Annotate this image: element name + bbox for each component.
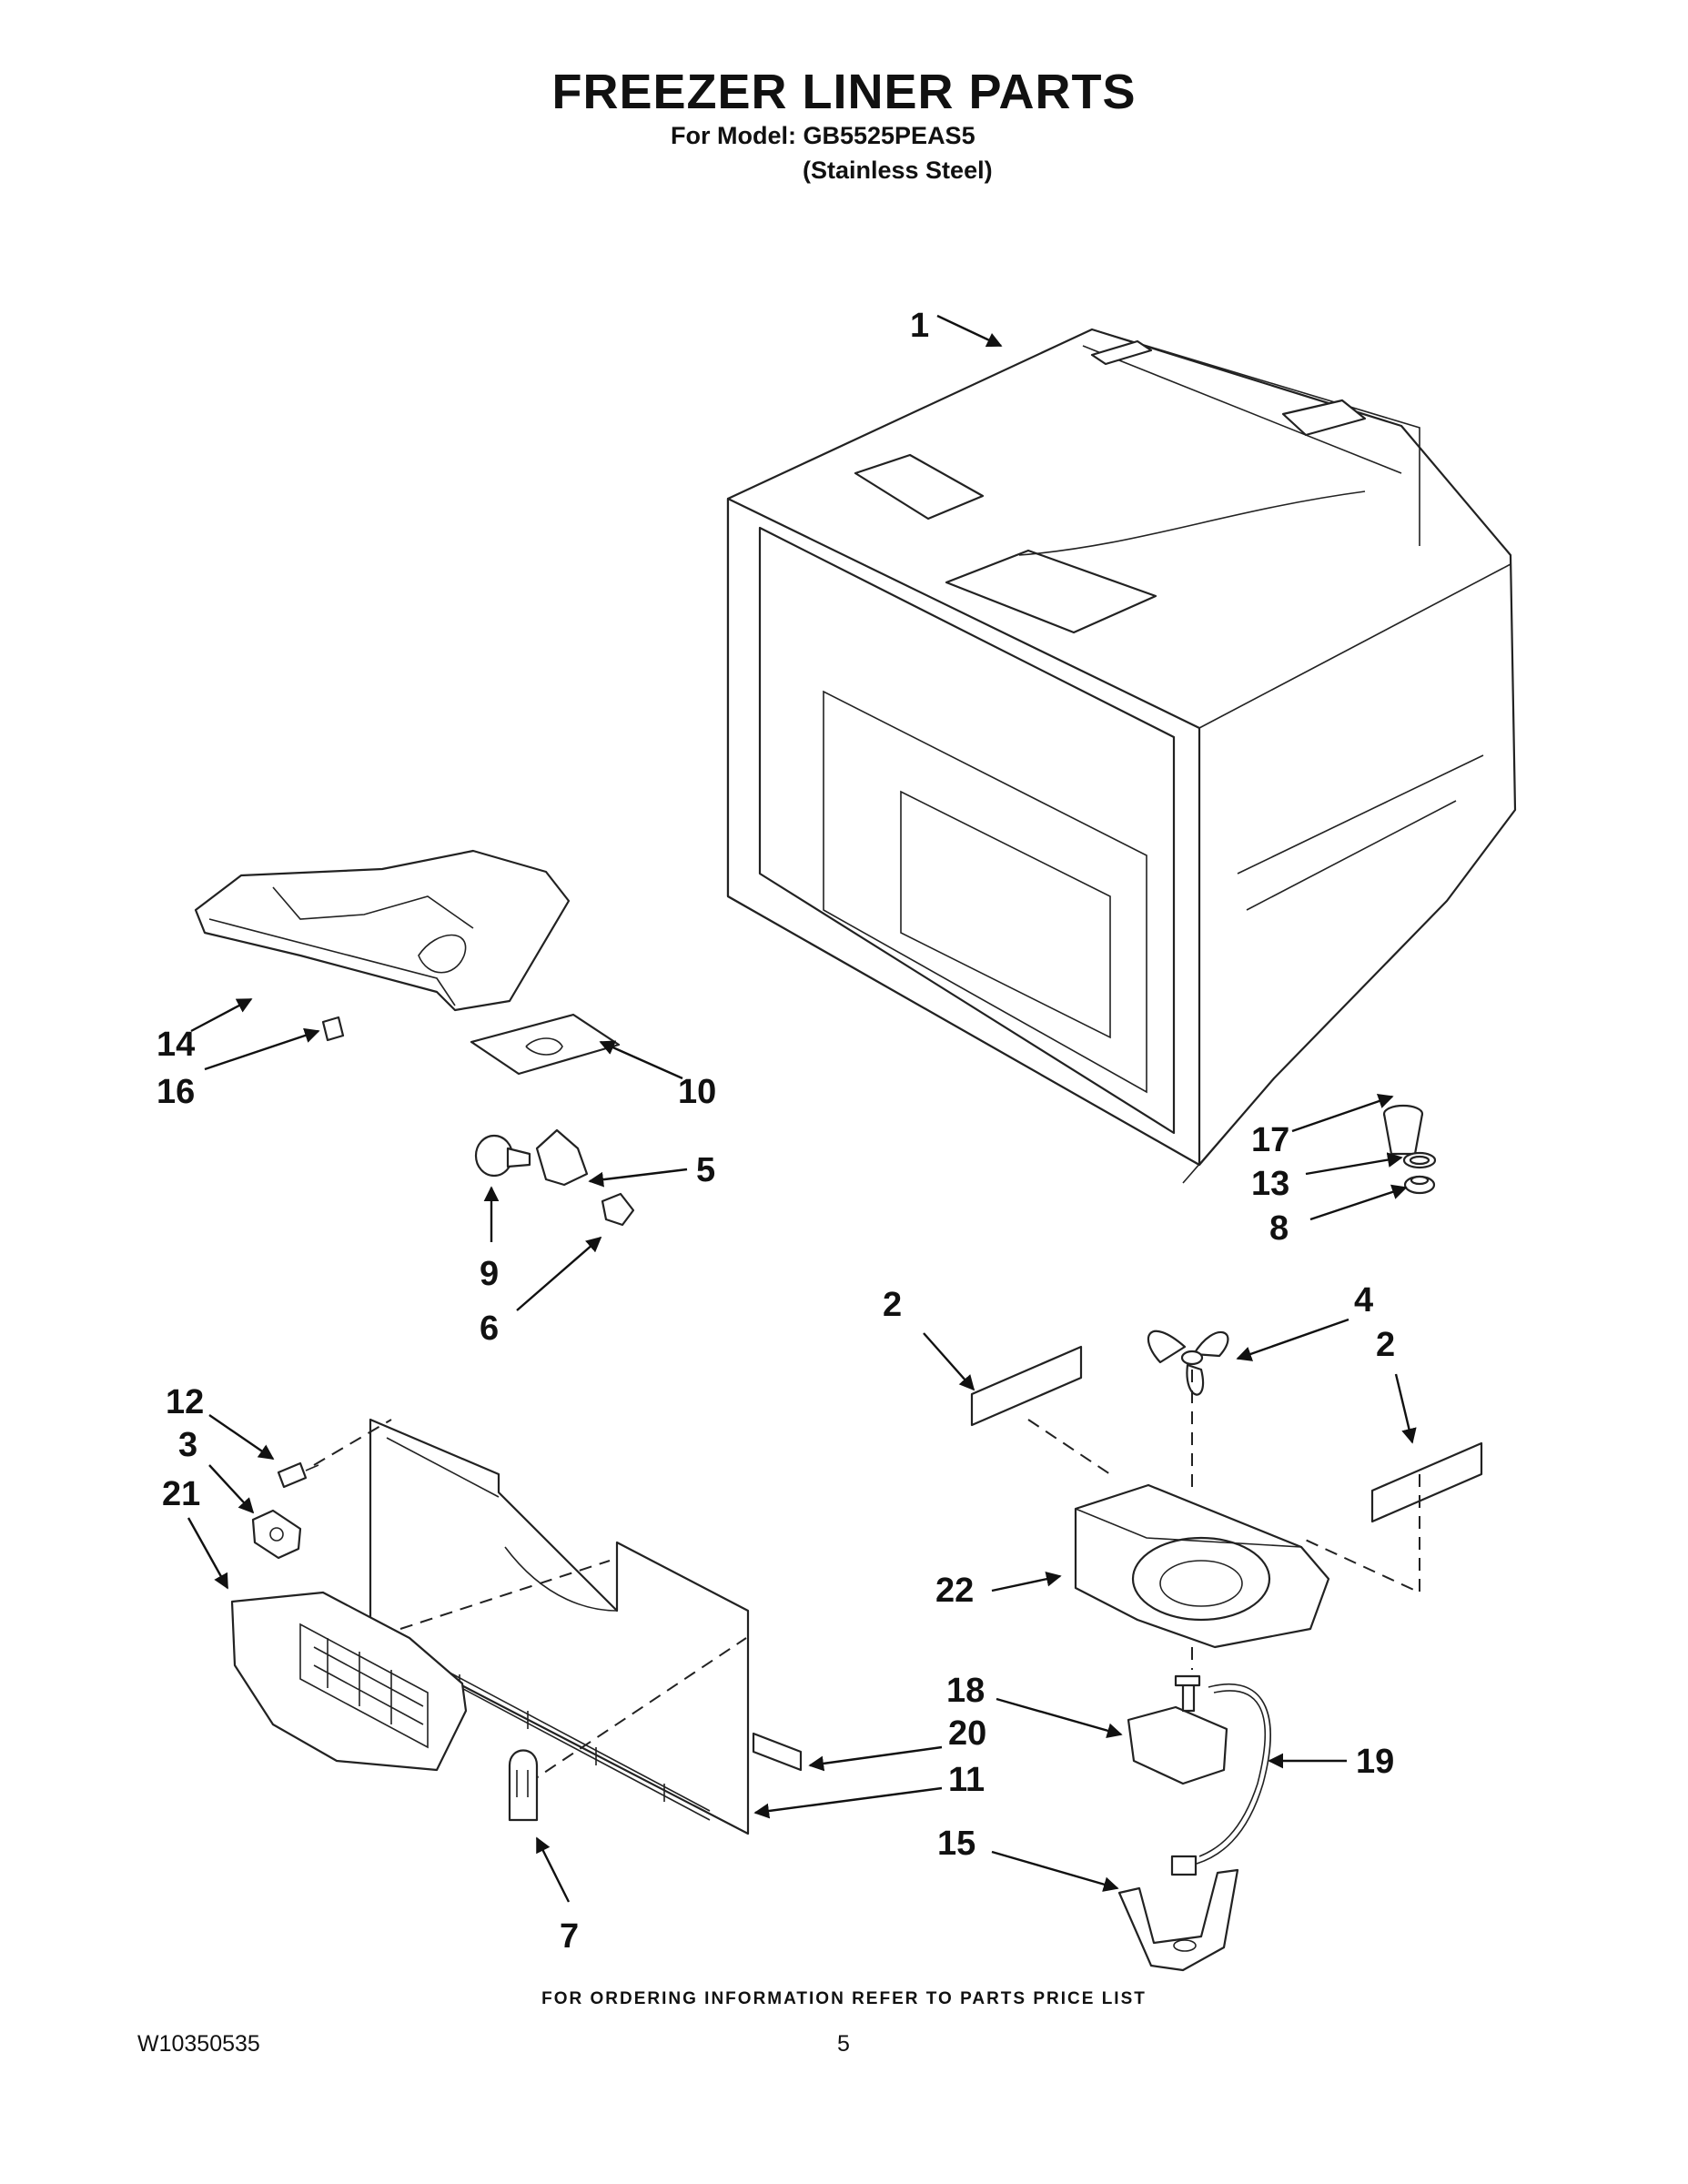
callout-10: 10 — [678, 1073, 716, 1111]
callout-16: 16 — [157, 1073, 195, 1111]
clip-part-16[interactable] — [321, 1016, 345, 1042]
evaporator-cover-part-11[interactable] — [369, 1418, 750, 1835]
pad-part-2-right[interactable] — [1370, 1441, 1483, 1523]
callout-12: 12 — [166, 1383, 204, 1421]
callout-13: 13 — [1251, 1165, 1289, 1203]
sheet-part-10[interactable] — [470, 1013, 621, 1076]
freezer-liner-part-1[interactable] — [726, 328, 1517, 1184]
fan-shroud-part-22[interactable] — [1074, 1483, 1330, 1649]
callout-11: 11 — [948, 1761, 985, 1799]
motor-bracket-part-15[interactable] — [1117, 1855, 1239, 1972]
callout-labels: 1 14 16 10 17 13 8 5 9 6 2 4 2 12 3 21 2… — [157, 307, 1395, 1956]
thermostat-part-3[interactable] — [251, 1509, 302, 1560]
callout-17: 17 — [1251, 1121, 1289, 1159]
foam-strip-part-20[interactable] — [752, 1732, 803, 1772]
callout-2-right: 2 — [1376, 1326, 1395, 1364]
model-line: For Model: GB5525PEAS5 — [671, 122, 975, 149]
callout-6: 6 — [480, 1309, 499, 1348]
callout-3: 3 — [178, 1426, 197, 1464]
callout-21: 21 — [162, 1475, 200, 1513]
document-number: W10350535 — [137, 2031, 260, 2057]
grommet-part-8[interactable] — [1403, 1175, 1436, 1195]
callout-22: 22 — [935, 1572, 974, 1610]
page-title: FREEZER LINER PARTS — [551, 65, 1137, 119]
lamp-socket-part-5[interactable] — [535, 1128, 589, 1187]
wire-clip-part-7[interactable] — [508, 1749, 539, 1822]
light-bulb-part-9[interactable] — [474, 1134, 531, 1178]
ordering-note: FOR ORDERING INFORMATION REFER TO PARTS … — [541, 1989, 1147, 2008]
callout-8: 8 — [1269, 1209, 1289, 1248]
leader-lines — [187, 314, 1417, 1903]
callout-18: 18 — [946, 1672, 985, 1710]
callout-1: 1 — [910, 307, 929, 345]
callout-7: 7 — [560, 1917, 579, 1956]
model-variant: (Stainless Steel) — [803, 157, 993, 184]
callout-5: 5 — [696, 1151, 715, 1189]
fan-motor-part-18[interactable] — [1127, 1674, 1228, 1785]
air-grille-part-21[interactable] — [230, 1591, 468, 1772]
pad-part-2-left[interactable] — [970, 1345, 1083, 1427]
drain-funnel-part-17[interactable] — [1382, 1104, 1424, 1156]
callout-15: 15 — [937, 1825, 975, 1863]
wire-harness-part-19[interactable] — [1196, 1683, 1271, 1865]
page-number: 5 — [837, 2031, 850, 2057]
drain-cover-part-14[interactable] — [194, 849, 571, 1012]
callout-9: 9 — [480, 1255, 499, 1293]
callout-2-left: 2 — [883, 1286, 902, 1324]
fan-blade-part-4[interactable] — [1147, 1330, 1229, 1396]
screw-part-12[interactable] — [277, 1461, 319, 1489]
callout-4: 4 — [1354, 1281, 1373, 1320]
callout-14: 14 — [157, 1026, 195, 1064]
lamp-holder-part-6[interactable] — [601, 1192, 635, 1227]
callout-19: 19 — [1356, 1743, 1394, 1781]
callout-20: 20 — [948, 1714, 986, 1753]
o-ring-part-13[interactable] — [1402, 1151, 1437, 1169]
